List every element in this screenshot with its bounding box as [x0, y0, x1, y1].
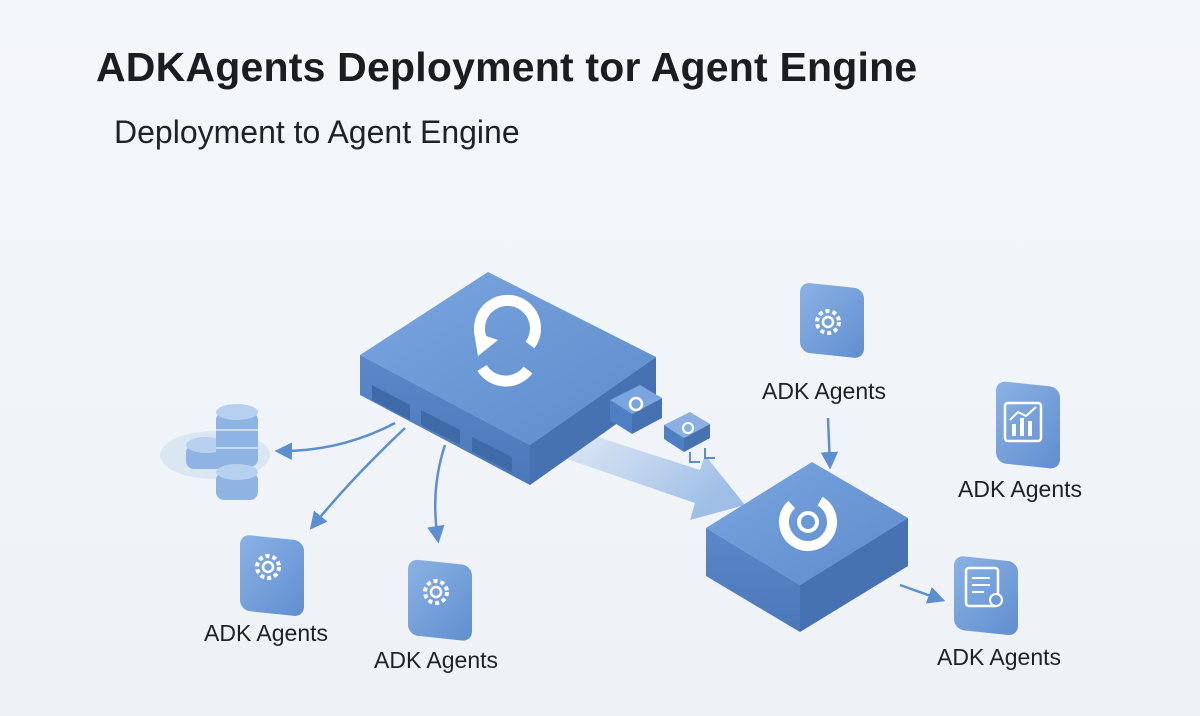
sync-icon — [473, 294, 541, 387]
database-icon — [160, 404, 270, 500]
connector-module-small — [664, 412, 715, 463]
flow-arrow — [555, 425, 745, 520]
ring-icon — [779, 493, 837, 551]
connector-module — [610, 385, 662, 434]
page-subtitle: Deployment to Agent Engine — [114, 114, 520, 150]
page-title: ADKAgents Deployment tor Agent Engine — [96, 44, 918, 90]
agent-label-top-right: ADK Agents — [762, 378, 887, 404]
agent-tile-top-right — [800, 283, 864, 358]
agent-label-bottom-right: ADK Agents — [937, 644, 1062, 670]
arrow-to-engine — [820, 417, 839, 470]
arrow-to-agent-mid — [427, 444, 447, 544]
agent-tile-mid-right — [996, 381, 1060, 469]
agent-label-bottom-left: ADK Agents — [204, 620, 329, 646]
agent-tile-bottom-right — [954, 556, 1018, 636]
chart-icon — [1003, 401, 1043, 443]
certificate-icon — [964, 566, 1003, 608]
agent-label-mid-right: ADK Agents — [958, 476, 1083, 502]
agent-tile-bottom-mid — [408, 559, 472, 641]
agent-tile-bottom-left — [240, 535, 304, 616]
gear-icon — [423, 579, 449, 605]
agent-engine-box — [706, 462, 908, 632]
arrow-to-agent-bottom-right — [899, 583, 946, 604]
arrow-to-database — [274, 421, 396, 460]
gear-icon — [815, 309, 841, 335]
hub-box — [360, 272, 656, 485]
arrow-to-agent-left — [309, 427, 406, 530]
gear-icon — [255, 554, 281, 580]
agent-label-bottom-mid: ADK Agents — [374, 647, 499, 673]
